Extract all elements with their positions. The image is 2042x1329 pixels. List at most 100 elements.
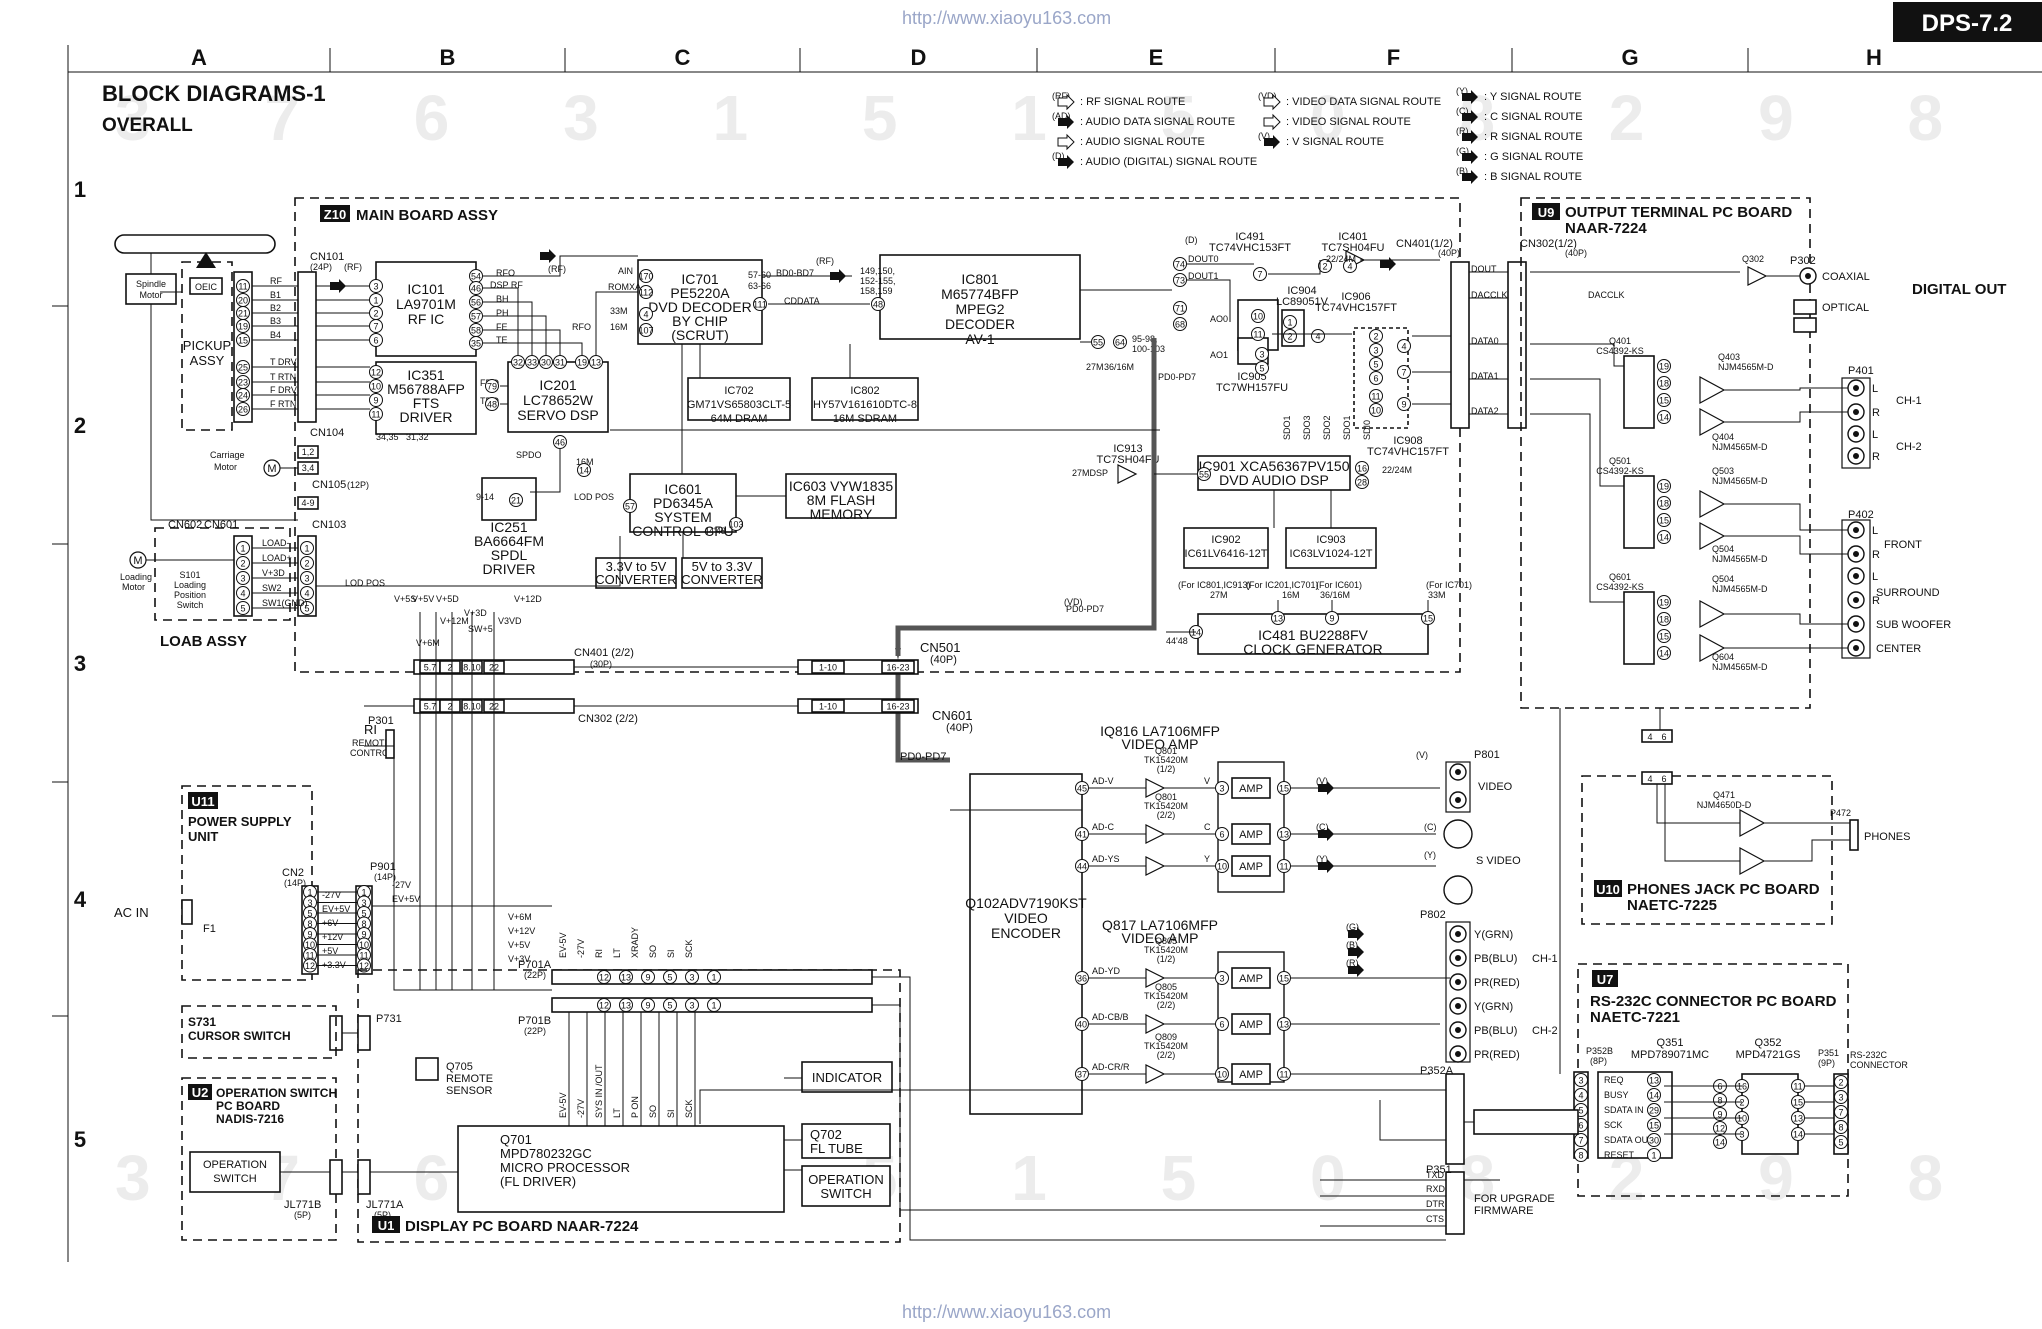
q501-dac [1623, 475, 1655, 549]
cn302-1-connector [1507, 261, 1527, 429]
cn103-label: CN103 [312, 519, 346, 531]
ic905-line-1: TC7WH157FU [1216, 382, 1288, 394]
ic101-out-pin-1 [469, 281, 483, 295]
ic101-out-pin-3 [469, 309, 483, 323]
q401-pin-1-number: 18 [1659, 379, 1669, 389]
q701-sig-6: SI [666, 1109, 676, 1118]
ic351-out-pin-0-number: 79 [487, 382, 497, 392]
cn105-pins: (12P) [347, 480, 369, 490]
amp-label-3: AMP [1239, 973, 1263, 985]
ic351-out-pin-0 [485, 379, 499, 393]
data1-label: DATA1 [1471, 371, 1499, 381]
q817-line-0: Q817 LA7106MFP [1102, 917, 1218, 933]
lr-label-7: R [1872, 595, 1880, 607]
amp-in-pin-3-number: 3 [1219, 974, 1224, 984]
ic201-top-pin-1-number: 33 [527, 358, 537, 368]
url-bottom[interactable]: http://www.xiaoyu163.com [902, 1302, 1111, 1322]
ic351-in-pin-3 [369, 407, 383, 421]
s731-label: S731 [188, 1015, 216, 1029]
ic801-pin-3-number: 68 [1175, 320, 1185, 330]
bd-label: BD0-BD7 [776, 268, 814, 278]
carriage-label: Carriage [210, 450, 245, 460]
column-E: E [1149, 45, 1164, 70]
row-5: 5 [74, 1127, 86, 1152]
q701-microprocessor [457, 1125, 785, 1213]
lr-label-6: L [1872, 571, 1878, 583]
u11-label2: UNIT [188, 829, 218, 844]
cn601-loab-pin-0 [236, 541, 250, 555]
cn2-pin-0-number: 1 [307, 888, 312, 898]
encoder-pin-5 [1075, 1067, 1089, 1081]
pickup-signal-2: B2 [270, 303, 281, 313]
jl771b-label: JL771B [284, 1199, 321, 1211]
cn501-pin-0: 1-10 [819, 663, 837, 673]
encoder-sig-4: AD-CB/B [1092, 1012, 1129, 1022]
encoder-sig-0: AD-V [1092, 776, 1114, 786]
p901-pin-3-number: 8 [361, 919, 366, 929]
ic801-pin-4-number: 55 [1093, 338, 1103, 348]
ic908-pin-6-number: 4 [1401, 342, 1406, 352]
url-top[interactable]: http://www.xiaoyu163.com [902, 8, 1111, 28]
loab-outline [154, 527, 291, 621]
q601-line-0: Q601 [1609, 572, 1631, 582]
encoder-pin-3-number: 36 [1077, 974, 1087, 984]
cn103-pin-2 [300, 571, 314, 585]
p701a-pin-4 [685, 970, 699, 984]
ic801-line-1: M65774BFP [941, 286, 1019, 302]
u7-label: RS-232C CONNECTOR PC BOARD [1590, 993, 1837, 1010]
cn2-pins: (14P) [284, 878, 306, 888]
legend-text-9: : R SIGNAL ROUTE [1484, 131, 1583, 143]
output-jack-3-center [1853, 453, 1859, 459]
video-buffer-5 [1145, 1064, 1166, 1084]
u10-model: NAETC-7225 [1627, 897, 1717, 914]
p701a-pin-5-number: 1 [711, 973, 716, 983]
disc [114, 234, 276, 254]
page-title: BLOCK DIAGRAMS-1 [102, 81, 326, 106]
loab-signal-1: LOAD+ [262, 553, 292, 563]
ic908-pin-3 [1369, 371, 1383, 385]
vbuf-0-line-2: (1/2) [1157, 764, 1176, 774]
y-route-arrow [1318, 859, 1334, 873]
ic201-ain [595, 291, 638, 356]
column-B: B [440, 45, 456, 70]
q102-video-encoder [969, 773, 1083, 1115]
q705-label3: SENSOR [446, 1085, 493, 1097]
ic908-pin-1 [1369, 343, 1383, 357]
rf-arrow [330, 279, 346, 293]
ic908-line-1: TC74VHC157FT [1367, 446, 1449, 458]
m16-label: 16M [610, 322, 628, 332]
p351-rs-label: P351 [1818, 1048, 1839, 1058]
rail-label-4: V+12D [514, 594, 542, 604]
q501-pin-3-number: 14 [1659, 533, 1669, 543]
rf-tag-ic101: (RF) [548, 264, 566, 274]
legend-code-8: (C) [1456, 106, 1469, 116]
p352b-pin-0 [1574, 1073, 1588, 1087]
q501-pin-3 [1657, 530, 1671, 544]
output-jack-0-center [1853, 385, 1859, 391]
u1-tag-bg [372, 1216, 400, 1233]
rail-label-6m: V+6M [416, 638, 440, 648]
amp-label-4: AMP [1239, 1019, 1263, 1031]
logic-pin-7 [1283, 315, 1297, 329]
p701-sig-1: -27V [576, 939, 586, 958]
p351-rs-pin-2 [1834, 1105, 1848, 1119]
ic908-pin-6 [1397, 339, 1411, 353]
spdo-wire [530, 449, 561, 493]
logic-pin-5-number: 3 [1259, 350, 1264, 360]
operation-switch [189, 1151, 281, 1193]
amp-label-1: AMP [1239, 829, 1263, 841]
component-label-5: PR(RED) [1474, 1049, 1520, 1061]
cn401a-pins: (30P) [590, 659, 612, 669]
video-buffer-1 [1145, 824, 1166, 844]
q351-pin-0 [1647, 1073, 1661, 1087]
ic201-line-2: SERVO DSP [517, 407, 598, 423]
u11-tag-bg [188, 792, 218, 809]
ic481-pin-2-number: 9 [1329, 614, 1334, 624]
encoder-pin-0-number: 45 [1077, 784, 1087, 794]
signal-wires [316, 249, 1561, 1241]
q701-line-3: (FL DRIVER) [500, 1174, 576, 1189]
ic906-line-0: IC906 [1341, 291, 1370, 303]
